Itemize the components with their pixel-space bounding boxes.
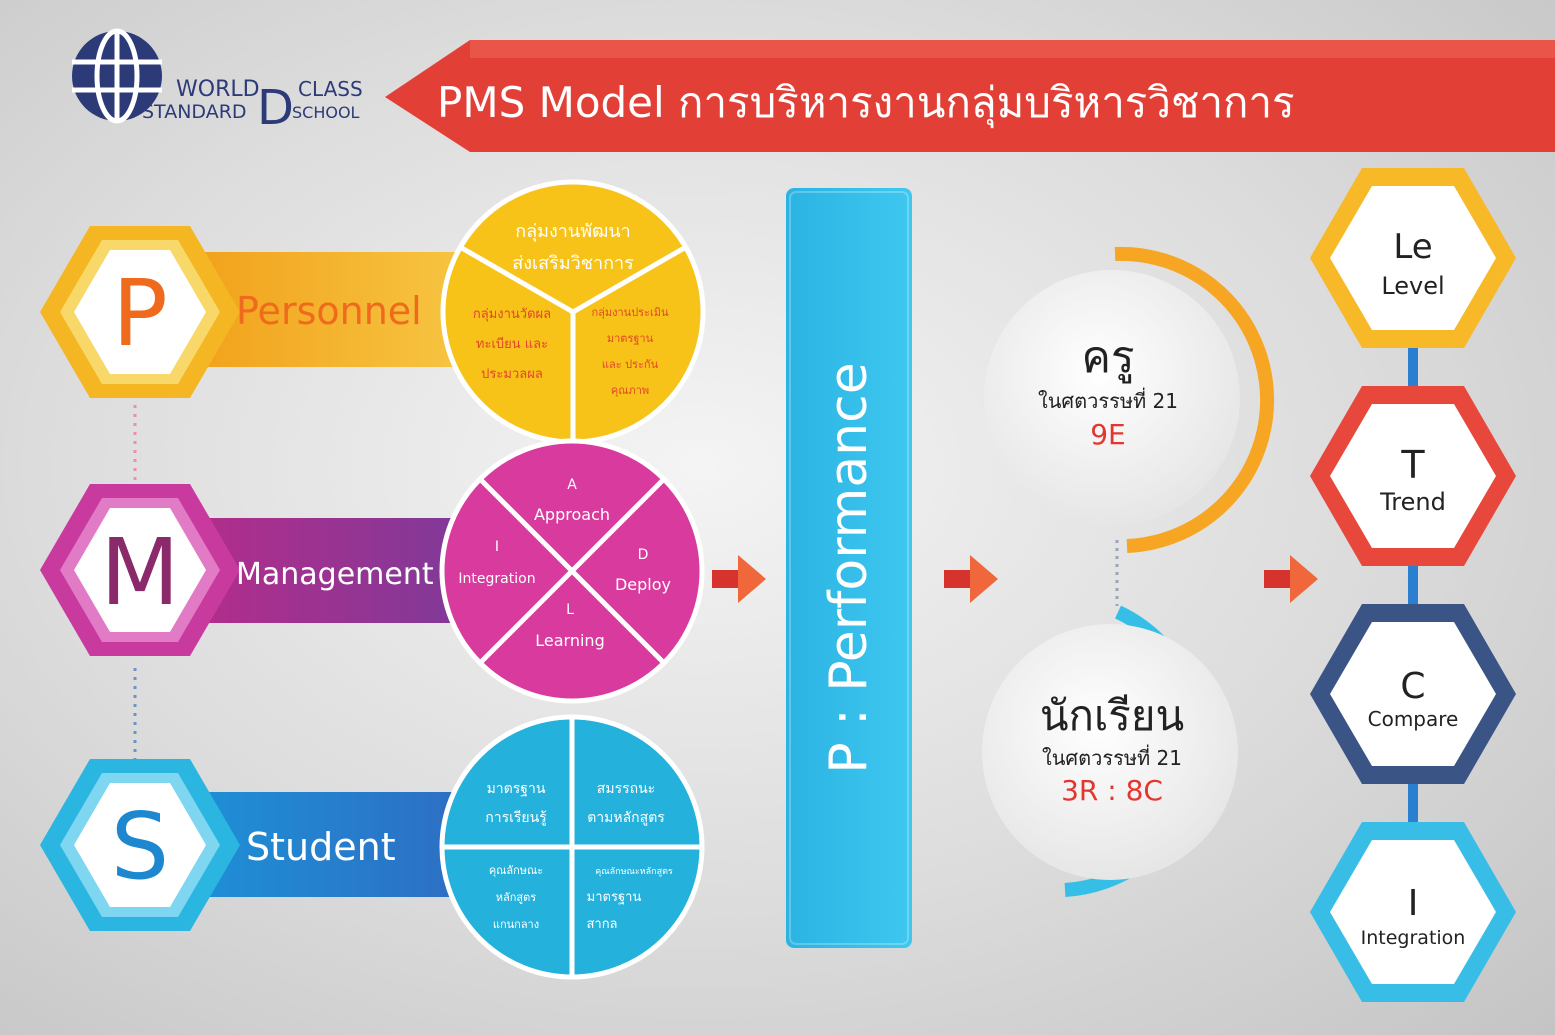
svg-text:Le: Le: [1393, 227, 1432, 267]
performance-bar: P : Performance: [786, 188, 912, 948]
svg-text:Integration: Integration: [458, 571, 535, 587]
svg-text:CLASS: CLASS: [298, 77, 363, 101]
svg-text:Approach: Approach: [534, 505, 610, 524]
svg-text:D: D: [638, 547, 649, 563]
arrow-right-icon: [944, 555, 998, 603]
globe-icon: [72, 28, 162, 124]
letter-m: M: [100, 519, 179, 626]
svg-text:ทะเบียน และ: ทะเบียน และ: [476, 336, 548, 352]
svg-text:ตามหลักสูตร: ตามหลักสูตร: [587, 810, 665, 826]
label-personnel: Personnel: [236, 289, 422, 333]
student-title: นักเรียน: [1040, 691, 1184, 740]
svg-text:SCHOOL: SCHOOL: [292, 103, 360, 122]
svg-text:กลุ่มงานวัดผล: กลุ่มงานวัดผล: [473, 307, 551, 322]
svg-text:สากล: สากล: [586, 917, 617, 932]
svg-text:A: A: [567, 477, 577, 493]
svg-text:มาตรฐาน: มาตรฐาน: [487, 781, 546, 797]
svg-text:การเรียนรู้: การเรียนรู้: [485, 810, 547, 826]
teacher-sub: ในศตวรรษที่ 21: [1038, 387, 1178, 413]
svg-text:กลุ่มงานประเมิน: กลุ่มงานประเมิน: [591, 306, 669, 319]
svg-text:ประมวลผล: ประมวลผล: [481, 367, 543, 382]
personnel-circle: กลุ่มงานพัฒนา ส่งเสริมวิชาการ กลุ่มงานวั…: [440, 179, 706, 445]
teacher-circle: ครู ในศตวรรษที่ 21 9E: [984, 246, 1275, 553]
svg-text:Deploy: Deploy: [615, 575, 671, 594]
title-banner: PMS Model การบริหารงานกลุ่มบริหารวิชาการ: [385, 40, 1555, 152]
svg-text:Level: Level: [1381, 272, 1444, 300]
hex-level: Le Level: [1310, 168, 1516, 348]
svg-text:มาตรฐาน: มาตรฐาน: [587, 890, 642, 905]
arrow-right-icon: [712, 555, 766, 603]
page-title: PMS Model การบริหารงานกลุ่มบริหารวิชาการ: [437, 78, 1295, 129]
svg-text:คุณลักษณะ: คุณลักษณะ: [489, 864, 543, 877]
teacher-value: 9E: [1090, 418, 1126, 451]
svg-text:STANDARD: STANDARD: [142, 101, 247, 123]
student-circle: มาตรฐาน การเรียนรู้ สมรรถนะ ตามหลักสูตร …: [439, 714, 705, 980]
svg-text:กลุ่มงานพัฒนา: กลุ่มงานพัฒนา: [515, 221, 631, 242]
svg-text:หลักสูตร: หลักสูตร: [496, 891, 537, 904]
svg-text:D: D: [257, 80, 294, 136]
svg-text:C: C: [1400, 666, 1425, 707]
svg-text:ส่งเสริมวิชาการ: ส่งเสริมวิชาการ: [512, 253, 634, 274]
label-management: Management: [236, 557, 434, 592]
world-class-logo: WORLD CLASS STANDARD SCHOOL D: [72, 28, 363, 136]
svg-text:และ ประกัน: และ ประกัน: [602, 358, 659, 371]
letter-p: P: [112, 260, 167, 367]
svg-text:คุณลักษณะหลักสูตร: คุณลักษณะหลักสูตร: [595, 867, 673, 877]
svg-text:สมรรถนะ: สมรรถนะ: [597, 781, 655, 797]
svg-text:T: T: [1400, 443, 1425, 487]
hex-integration: I Integration: [1310, 822, 1516, 1002]
svg-text:Compare: Compare: [1368, 707, 1459, 731]
svg-text:คุณภาพ: คุณภาพ: [611, 384, 649, 397]
student-sub: ในศตวรรษที่ 21: [1042, 744, 1182, 770]
svg-text:L: L: [566, 602, 574, 618]
arrow-right-icon: [1264, 555, 1318, 603]
svg-text:WORLD: WORLD: [176, 77, 260, 102]
svg-text:แกนกลาง: แกนกลาง: [493, 918, 539, 931]
hex-compare: C Compare: [1310, 604, 1516, 784]
performance-label: P : Performance: [819, 362, 879, 773]
row-student: S Student มาตรฐาน การเรียนรู้ สมรรถนะ ตา…: [40, 714, 705, 980]
svg-text:I: I: [1408, 883, 1419, 924]
svg-text:Trend: Trend: [1379, 488, 1446, 516]
hex-trend: T Trend: [1310, 386, 1516, 566]
teacher-title: ครู: [1081, 332, 1134, 384]
svg-text:I: I: [495, 539, 499, 555]
svg-text:Learning: Learning: [535, 631, 604, 650]
student-result-circle: นักเรียน ในศตวรรษที่ 21 3R : 8C: [982, 605, 1238, 897]
row-management: M Management A Approach I Integration D …: [40, 438, 705, 704]
svg-text:มาตรฐาน: มาตรฐาน: [607, 332, 654, 345]
management-circle: A Approach I Integration D Deploy L Lear…: [439, 438, 705, 704]
student-value: 3R : 8C: [1061, 774, 1163, 807]
row-personnel: P Personnel กลุ่มงานพัฒนา ส่งเสริมวิชากา…: [40, 179, 706, 445]
label-student: Student: [246, 825, 396, 869]
letter-s: S: [111, 793, 169, 900]
svg-text:Integration: Integration: [1361, 927, 1466, 949]
